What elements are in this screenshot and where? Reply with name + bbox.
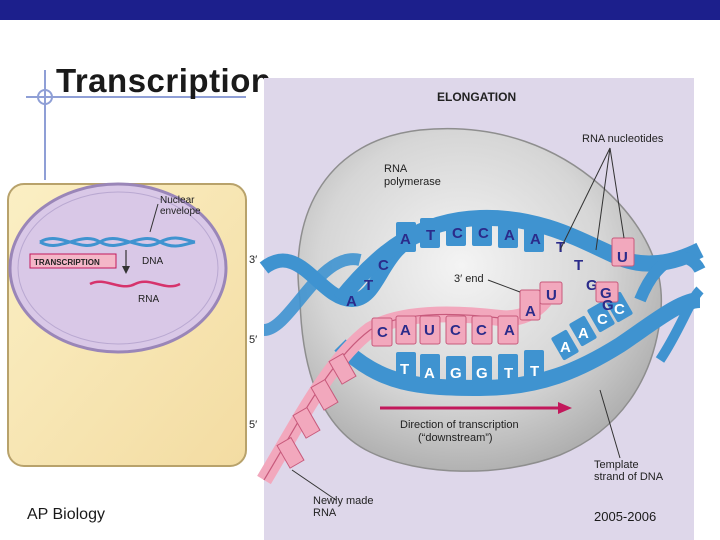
dna-right-helix-2 xyxy=(655,286,704,363)
top-base-6: A xyxy=(530,231,541,248)
left-top-base-2: T xyxy=(364,277,373,294)
right-template-base-4: C xyxy=(614,301,625,318)
rna-base-3: U xyxy=(424,322,435,339)
right-template-base-2: A xyxy=(578,325,589,342)
title-crosshair-circle xyxy=(37,89,53,105)
rna-base-1: C xyxy=(377,324,388,341)
top-base-1: A xyxy=(400,231,411,248)
template-pegs xyxy=(396,350,544,386)
free-nucleotide-a: A xyxy=(525,303,536,320)
direction-label-2: (“downstream”) xyxy=(418,432,493,444)
newly-made-rna-label-2: RNA xyxy=(313,507,337,519)
top-base-5: A xyxy=(504,227,515,244)
free-nucleotide-g1: G xyxy=(600,285,612,302)
right-top-bases: T T G xyxy=(556,239,598,294)
slide-title: Transcription xyxy=(56,62,272,99)
free-nucleotide-g2: G xyxy=(602,297,614,314)
rna-base-4: C xyxy=(450,322,461,339)
inset-envelope-pointer xyxy=(149,203,159,233)
inset-dna-label: DNA xyxy=(142,256,163,267)
right-template-base-3: C xyxy=(597,311,608,328)
three-prime-end-label: 3′ end xyxy=(454,273,484,285)
footer-year: 2005-2006 xyxy=(594,509,657,524)
template-base-1: T xyxy=(400,361,409,378)
direction-arrowhead xyxy=(558,402,572,414)
template-base-5: T xyxy=(504,365,513,382)
top-base-2: T xyxy=(426,227,435,244)
direction-label-1: Direction of transcription xyxy=(400,419,519,431)
template-base-4: G xyxy=(476,365,488,382)
template-base-2: A xyxy=(424,365,435,382)
inset-rna-strand xyxy=(89,280,181,288)
newly-made-rna-label-1: Newly made xyxy=(313,495,374,507)
free-nucleotide-u1: U xyxy=(546,287,557,304)
rna-tail-bases xyxy=(276,352,357,469)
right-top-base-1: T xyxy=(556,239,565,256)
dna-right-helix xyxy=(634,251,706,303)
left-top-base-3: C xyxy=(378,257,389,274)
nuclear-envelope-label-2: envelope xyxy=(160,206,201,217)
rna-polymerase-label-2: polymerase xyxy=(384,176,441,188)
template-base-3: G xyxy=(450,365,462,382)
inset-arrowhead xyxy=(122,266,130,274)
top-base-3: C xyxy=(452,225,463,242)
rna-pegs xyxy=(371,315,519,347)
dna-strand-left-2 xyxy=(262,253,362,336)
rna-base-5: C xyxy=(476,322,487,339)
title-crosshair-line xyxy=(26,96,246,98)
right-top-base-3: G xyxy=(586,277,598,294)
footer-course: AP Biology xyxy=(27,506,105,523)
top-base-4: C xyxy=(478,225,489,242)
inset-rna-label: RNA xyxy=(138,294,159,305)
right-template-base-1: A xyxy=(560,339,571,356)
elongation-heading: ELONGATION xyxy=(437,90,516,104)
pointer-lines xyxy=(291,147,625,501)
rna-base-6: A xyxy=(504,322,515,339)
template-bases: T A G G T T xyxy=(400,361,539,382)
rna-polymerase-label-1: RNA xyxy=(384,163,408,175)
free-nucleotide-u2: U xyxy=(617,249,628,266)
right-top-base-2: T xyxy=(574,257,583,274)
end-label-5prime-2: 5′ xyxy=(249,419,257,431)
top-strand-bases: A T C C A A xyxy=(400,225,541,248)
transcription-banner xyxy=(29,253,117,269)
inset-dna-helix-2 xyxy=(39,237,196,248)
nuclear-envelope-label-1: Nuclear xyxy=(160,195,195,206)
template-label-1: Template xyxy=(594,459,639,471)
rna-strand-edge xyxy=(263,313,501,481)
transcription-banner-text: TRANSCRIPTION xyxy=(34,258,100,267)
left-top-base-1: A xyxy=(346,293,357,310)
top-strand-pegs xyxy=(396,216,544,252)
free-nucleotides xyxy=(519,237,635,321)
end-label-3prime: 3′ xyxy=(249,254,257,266)
top-bar xyxy=(0,0,720,20)
nucleus-inner xyxy=(17,191,219,345)
end-label-5prime-1: 5′ xyxy=(249,334,257,346)
rna-bases: C A U C C A xyxy=(377,322,515,341)
left-top-bases: A T C xyxy=(346,257,389,310)
rna-nucleotides-label: RNA nucleotides xyxy=(582,133,664,145)
nucleus xyxy=(8,182,228,354)
right-template-bases: A A C C xyxy=(560,301,625,356)
title-crosshair-vertical xyxy=(44,70,46,180)
template-label-2: strand of DNA xyxy=(594,471,664,483)
template-base-6: T xyxy=(530,363,539,380)
rna-base-2: A xyxy=(400,322,411,339)
